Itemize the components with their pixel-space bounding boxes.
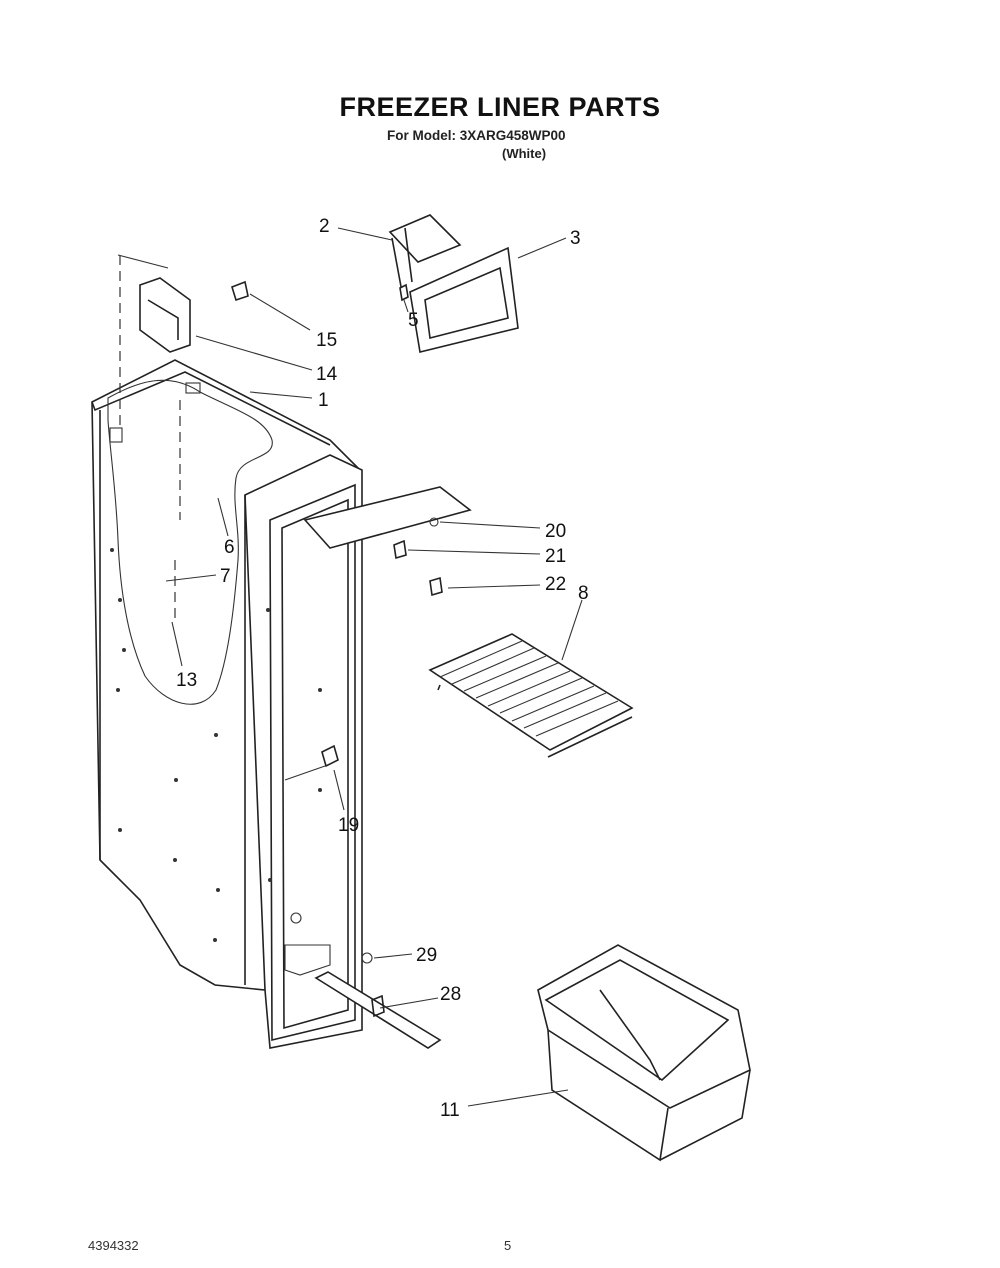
model-color: (White) <box>502 146 547 161</box>
callout-28: 28 <box>440 984 461 1005</box>
callout-29: 29 <box>416 945 437 966</box>
callout-21: 21 <box>545 546 566 567</box>
crisper-bin <box>537 944 751 1162</box>
callout-19: 19 <box>338 815 359 836</box>
bracket-14-15 <box>139 277 249 353</box>
callout-1: 1 <box>318 390 329 411</box>
page-number: 5 <box>504 1238 512 1253</box>
callout-11: 11 <box>440 1100 460 1121</box>
bottom-rail <box>314 952 442 1049</box>
document-number: 4394332 <box>88 1238 139 1253</box>
callout-8: 8 <box>578 583 589 604</box>
callout-15: 15 <box>316 330 337 351</box>
callout-13: 13 <box>176 670 197 691</box>
callout-22: 22 <box>545 574 566 595</box>
callout-20: 20 <box>545 521 566 542</box>
model-number: For Model: 3XARG458WP00 <box>387 128 566 143</box>
ice-chute-assembly <box>388 214 519 353</box>
page-title: FREEZER LINER PARTS <box>339 92 661 122</box>
leader-lines <box>165 227 583 1107</box>
callout-3: 3 <box>570 228 581 249</box>
freezer-liner <box>91 254 363 1049</box>
callout-14: 14 <box>316 364 338 385</box>
callout-2: 2 <box>319 216 330 237</box>
callout-6: 6 <box>224 537 235 558</box>
callout-7: 7 <box>220 566 231 587</box>
callout-5: 5 <box>408 310 419 331</box>
wire-shelf <box>428 633 634 758</box>
top-plate <box>303 486 472 597</box>
